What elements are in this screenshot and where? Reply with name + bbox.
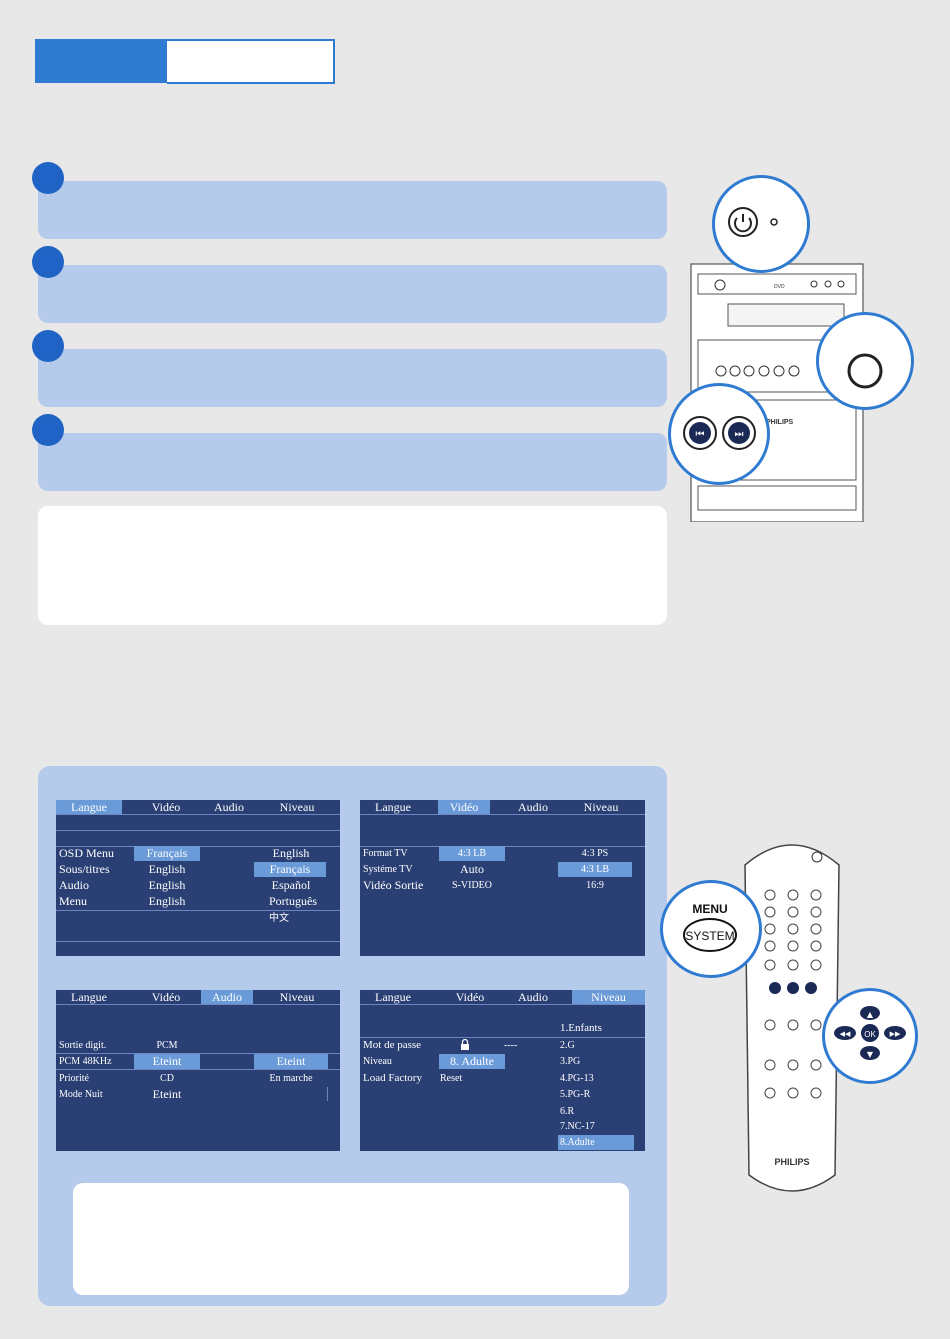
osd-tab-video[interactable]: Vidéo (455, 990, 485, 1004)
osd-tab-langue[interactable]: Langue (375, 990, 411, 1004)
osd-row-label: Sous/titres (59, 862, 110, 876)
osd-row-label: Systéme TV (363, 864, 413, 875)
osd-row-label: Mode Nuit (59, 1089, 103, 1100)
svg-text:⏭: ⏭ (735, 429, 744, 440)
osd-option[interactable]: 1.Enfants (560, 1022, 602, 1034)
osd-row-value[interactable]: Eteint (134, 1054, 200, 1069)
navigation-keys-callout: ▲ ▼ ◀◀ ▶▶ OK (822, 988, 918, 1084)
note-box-top (38, 506, 667, 625)
osd-option[interactable]: 4:3 PS (581, 848, 609, 859)
osd-option[interactable]: 4.PG-13 (560, 1073, 594, 1084)
osd-tab-audio[interactable]: Audio (201, 990, 253, 1004)
osd-row-label: Load Factory (363, 1072, 422, 1084)
osd-tab-langue[interactable]: Langue (71, 990, 107, 1004)
osd-option[interactable]: Español (271, 878, 311, 892)
osd-tab-video[interactable]: Vidéo (151, 990, 181, 1004)
osd-tab-niveau[interactable]: Niveau (572, 990, 645, 1004)
osd-tab-video[interactable]: Vidéo (438, 800, 490, 814)
osd-row-label: Sortie digit. (59, 1040, 107, 1051)
power-button-callout (712, 175, 810, 273)
system-label: SYSTEM (685, 929, 734, 943)
skip-buttons-callout: ⏮ ⏭ (668, 383, 770, 485)
osd-row-label: Niveau (363, 1056, 392, 1067)
osd-option[interactable]: 5.PG-R (560, 1089, 591, 1100)
osd-row-value[interactable]: Français (134, 846, 200, 861)
remote-brand-text: PHILIPS (774, 1157, 809, 1167)
osd-option[interactable]: En marche (269, 1073, 313, 1084)
step-1-box (38, 181, 667, 239)
menu-label: MENU (692, 902, 727, 916)
osd-row-label: Vidéo Sortie (363, 878, 424, 892)
step-2-dot (32, 246, 64, 278)
osd-row-value[interactable]: English (148, 894, 186, 908)
step-4-box (38, 433, 667, 491)
step-3-dot (32, 330, 64, 362)
osd-tab-niveau[interactable]: Niveau (279, 800, 315, 814)
lock-icon (460, 1038, 470, 1050)
osd-row-value[interactable]: CD (160, 1073, 174, 1084)
osd-option[interactable]: 6.R (560, 1106, 575, 1117)
osd-row-value[interactable]: English (148, 862, 186, 876)
header-tab-left (35, 39, 167, 83)
osd-option-selected[interactable]: 8.Adulte (558, 1135, 634, 1150)
menu-system-button-callout: MENU SYSTEM (660, 880, 762, 978)
osd-row-label: OSD Menu (59, 846, 115, 860)
step-3-box (38, 349, 667, 407)
osd-tab-niveau[interactable]: Niveau (583, 800, 619, 814)
osd-option[interactable]: Português (269, 894, 317, 908)
osd-option[interactable]: 16:9 (586, 880, 604, 891)
osd-row-label: Priorité (59, 1073, 89, 1084)
osd-row-value[interactable]: 4:3 LB (439, 846, 505, 861)
osd-row-value[interactable]: S-VIDEO (452, 880, 492, 891)
step-2-box (38, 265, 667, 323)
osd-option-selected[interactable]: Eteint (254, 1054, 328, 1069)
osd-row-label: Audio (59, 878, 89, 892)
device-dvd-text: DVD (774, 284, 785, 290)
header-tab-right (167, 39, 335, 84)
osd-row-label: Mot de passe (363, 1039, 422, 1051)
osd-tab-audio[interactable]: Audio (214, 800, 244, 814)
osd-row-value[interactable]: Reset (440, 1073, 463, 1084)
osd-divider (327, 1087, 328, 1101)
osd-language-menu: Langue Vidéo Audio Niveau OSD Menu Franç… (56, 800, 340, 956)
osd-niveau-menu: Langue Vidéo Audio Niveau 1.Enfants Mot … (360, 990, 645, 1151)
osd-tab-audio[interactable]: Audio (518, 800, 548, 814)
step-1-dot (32, 162, 64, 194)
osd-tab-video[interactable]: Vidéo (151, 800, 181, 814)
osd-tab-langue[interactable]: Langue (56, 800, 122, 814)
osd-tab-niveau[interactable]: Niveau (279, 990, 315, 1004)
osd-option[interactable]: English (272, 846, 310, 860)
svg-text:▲: ▲ (867, 1010, 874, 1019)
osd-row-label: Format TV (363, 848, 408, 859)
osd-row-value[interactable]: 8. Adulte (439, 1054, 505, 1069)
svg-text:▼: ▼ (867, 1050, 874, 1059)
osd-option-selected[interactable]: 4:3 LB (558, 862, 632, 877)
osd-option-selected[interactable]: Français (254, 862, 326, 877)
osd-video-menu: Langue Vidéo Audio Niveau Format TV 4:3 … (360, 800, 645, 956)
svg-text:⏮: ⏮ (696, 429, 705, 440)
osd-option[interactable]: 2.G (560, 1040, 575, 1051)
osd-row-value[interactable]: English (148, 878, 186, 892)
osd-option[interactable]: 3.PG (560, 1056, 581, 1067)
osd-option[interactable]: 7.NC-17 (560, 1121, 595, 1132)
osd-option[interactable]: 中文 (269, 913, 289, 924)
remote-control-illustration: PHILIPS (735, 835, 849, 1197)
osd-tab-langue[interactable]: Langue (375, 800, 411, 814)
svg-text:◀◀: ◀◀ (840, 1030, 851, 1038)
svg-text:▶▶: ▶▶ (890, 1030, 901, 1038)
osd-row-value[interactable]: Eteint (152, 1087, 182, 1101)
osd-tab-audio[interactable]: Audio (518, 990, 548, 1004)
osd-row-value[interactable]: ---- (504, 1040, 518, 1051)
open-close-button-callout (816, 312, 914, 410)
osd-audio-menu: Langue Vidéo Audio Niveau Sortie digit. … (56, 990, 340, 1151)
ok-label: OK (864, 1030, 876, 1039)
osd-row-value[interactable]: Auto (460, 862, 484, 876)
device-brand-text: PHILIPS (766, 419, 794, 426)
osd-row-value[interactable]: PCM (156, 1040, 178, 1051)
step-4-dot (32, 414, 64, 446)
osd-row-label: PCM 48KHz (59, 1056, 112, 1067)
note-box-bottom (73, 1183, 629, 1295)
osd-row-label: Menu (59, 894, 87, 908)
